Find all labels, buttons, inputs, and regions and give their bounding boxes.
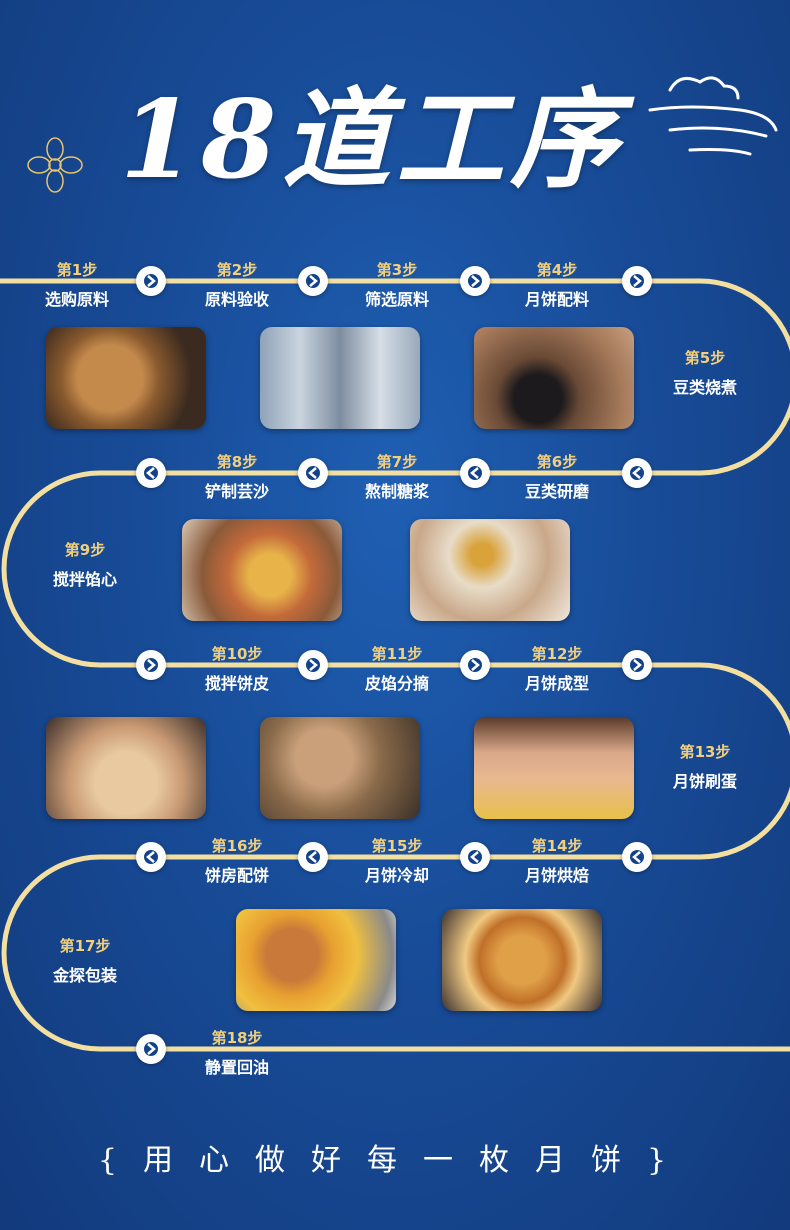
step-number: 第4步 (536, 261, 578, 279)
step-number: 第9步 (64, 541, 106, 559)
step-name: 静置回油 (204, 1058, 269, 1077)
step-name: 搅拌饼皮 (204, 674, 269, 693)
step-name: 选购原料 (44, 290, 109, 309)
filling-photo (182, 519, 342, 621)
step-name: 月饼成型 (524, 674, 589, 693)
paste-ball-photo (410, 519, 570, 621)
machinery-photo (260, 327, 420, 429)
title-area: 18道工序 (0, 40, 790, 210)
chevron-right-icon (298, 266, 328, 296)
chevron-left-icon (298, 842, 328, 872)
step-name: 熬制糖浆 (364, 482, 429, 501)
shaping-photo (474, 717, 634, 819)
step-name: 豆类烧煮 (672, 378, 737, 397)
step-name: 月饼冷却 (364, 866, 429, 885)
flower-icon (27, 137, 83, 193)
step-name: 铲制芸沙 (204, 482, 269, 501)
step-number: 第6步 (536, 453, 578, 471)
step-name: 饼房配饼 (204, 866, 269, 885)
step-number: 第3步 (376, 261, 418, 279)
step-number: 第2步 (216, 261, 258, 279)
step-number: 第16步 (211, 837, 263, 855)
chevron-right-icon (136, 1034, 166, 1064)
step-name: 月饼配料 (524, 290, 589, 309)
step-number: 第12步 (531, 645, 583, 663)
step-number: 第14步 (531, 837, 583, 855)
step-number: 第18步 (211, 1029, 263, 1047)
beans-photo (474, 327, 634, 429)
step-number: 第15步 (371, 837, 423, 855)
walnut-photo (46, 327, 206, 429)
step-name: 皮馅分摘 (364, 674, 429, 693)
chevron-right-icon (298, 650, 328, 680)
chevron-left-icon (622, 842, 652, 872)
chevron-right-icon (622, 266, 652, 296)
chevron-left-icon (622, 458, 652, 488)
chevron-left-icon (298, 458, 328, 488)
chevron-right-icon (136, 266, 166, 296)
step-name: 金探包装 (52, 966, 117, 985)
dividing-photo (260, 717, 420, 819)
step-number: 第5步 (684, 349, 726, 367)
chevron-left-icon (460, 458, 490, 488)
dough-hands-photo (46, 717, 206, 819)
page-title: 18道工序 (120, 77, 625, 203)
step-number: 第1步 (56, 261, 98, 279)
cloud-icon (648, 76, 778, 156)
step-number: 第10步 (211, 645, 263, 663)
step-number: 第13步 (679, 743, 731, 761)
step-number: 第17步 (59, 937, 111, 955)
step-number: 第8步 (216, 453, 258, 471)
chevron-right-icon (460, 266, 490, 296)
chevron-left-icon (460, 842, 490, 872)
step-number: 第7步 (376, 453, 418, 471)
chevron-left-icon (136, 458, 166, 488)
step-name: 豆类研磨 (524, 482, 589, 501)
step-name: 搅拌馅心 (52, 570, 117, 589)
packaging-photo (236, 909, 396, 1011)
chevron-right-icon (622, 650, 652, 680)
step-name: 月饼刷蛋 (672, 772, 737, 791)
footer-slogan: {用心做好每一枚月饼} (97, 1143, 693, 1178)
step-number: 第11步 (371, 645, 423, 663)
step-name: 原料验收 (204, 290, 269, 309)
chevron-right-icon (460, 650, 490, 680)
chevron-right-icon (136, 650, 166, 680)
step-name: 月饼烘焙 (524, 866, 589, 885)
chevron-left-icon (136, 842, 166, 872)
step-name: 筛选原料 (364, 290, 429, 309)
baked-mooncakes-photo (442, 909, 602, 1011)
